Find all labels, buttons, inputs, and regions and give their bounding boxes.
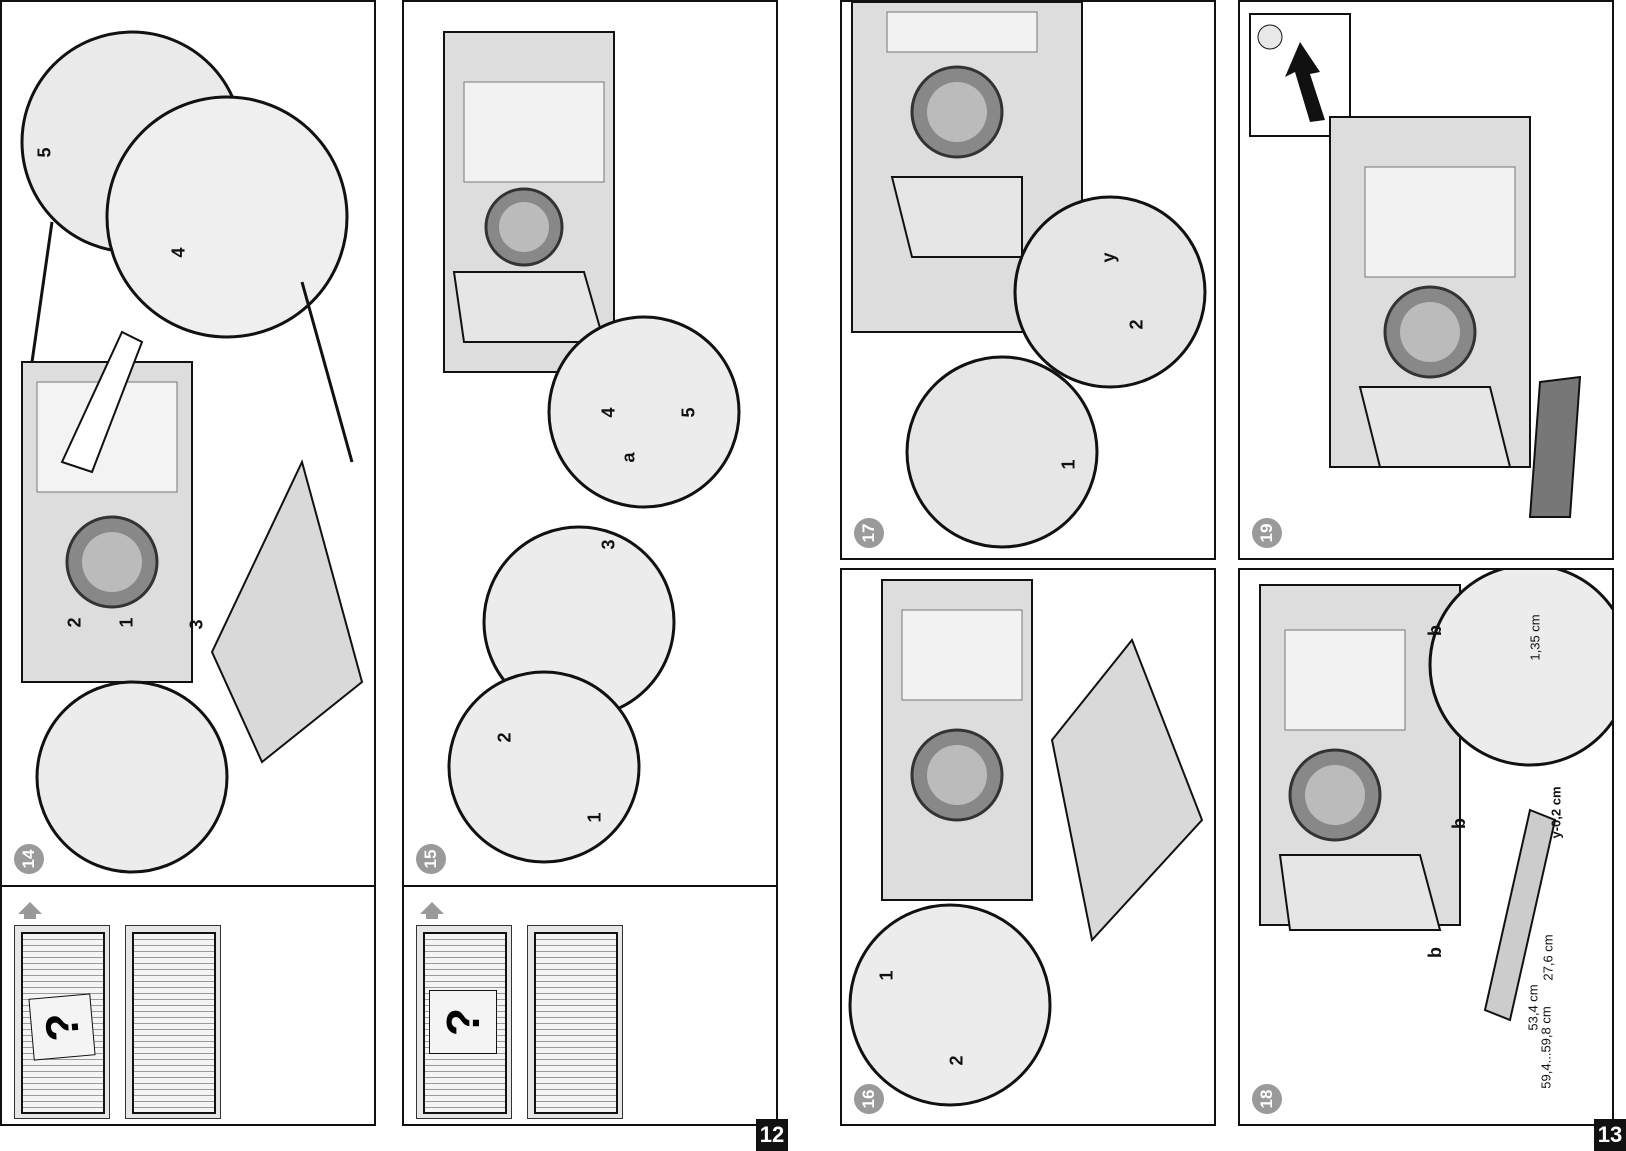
wrong-cabinet-diagram: ? — [416, 925, 512, 1119]
page-number: 12 — [756, 1119, 788, 1151]
step-number-badge: 18 — [1252, 1084, 1282, 1114]
correct-cabinet-diagram — [527, 925, 623, 1119]
panel-step-14: 5 4 2 1 3 14 ? — [0, 0, 376, 1126]
panel-divider — [2, 885, 374, 887]
dimension-59-4-59-8cm: 59,4...59,8 cm — [1538, 1006, 1554, 1089]
illustration-step-19 — [1249, 13, 1582, 518]
question-mark: ? — [28, 993, 96, 1061]
page-number: 13 — [1594, 1119, 1626, 1151]
step-label-2: 2 — [1126, 319, 1147, 330]
panel-divider — [404, 885, 776, 887]
up-arrow-icon — [18, 902, 42, 919]
step-label-2: 2 — [946, 1055, 967, 1066]
wrong-cabinet-diagram: ? — [14, 925, 110, 1119]
correct-cabinet-diagram — [125, 925, 221, 1119]
dimension-27-6cm: 27,6 cm — [1540, 934, 1556, 981]
dimension-1-35cm: 1,35 cm — [1527, 614, 1543, 661]
step-number-badge: 19 — [1252, 518, 1282, 548]
label-y: y — [1098, 252, 1119, 263]
step-label-1: 1 — [1058, 459, 1079, 470]
panel-step-19: 19 — [1238, 0, 1614, 560]
step-label-1: 1 — [876, 970, 897, 981]
up-arrow-icon — [420, 902, 444, 919]
question-mark: ? — [429, 990, 497, 1054]
label-b: b — [1425, 625, 1445, 636]
dimension-y-minus-0-2cm: y-0,2 cm — [1548, 786, 1564, 839]
illustration-step-18 — [1259, 570, 1612, 1022]
step-number-badge: 17 — [854, 518, 884, 548]
illustration-step-16 — [848, 579, 1204, 1107]
step-number-badge: 16 — [854, 1084, 884, 1114]
panel-step-15: 4 5 a 3 2 1 15 ? — [402, 0, 778, 1126]
panel-step-16: 1 2 16 — [840, 568, 1216, 1126]
panel-step-18: b b b 1,35 cm y-0,2 cm 27,6 cm 53,4 cm 5… — [1238, 568, 1614, 1126]
label-b: b — [1425, 947, 1445, 958]
unplug-arrow-icon — [1285, 42, 1325, 122]
illustration-step-15 — [443, 31, 741, 864]
label-b: b — [1449, 818, 1469, 829]
illustration-step-17 — [851, 2, 1207, 549]
panel-step-17: y 2 1 17 — [840, 0, 1216, 560]
illustration-step-14 — [20, 30, 364, 874]
